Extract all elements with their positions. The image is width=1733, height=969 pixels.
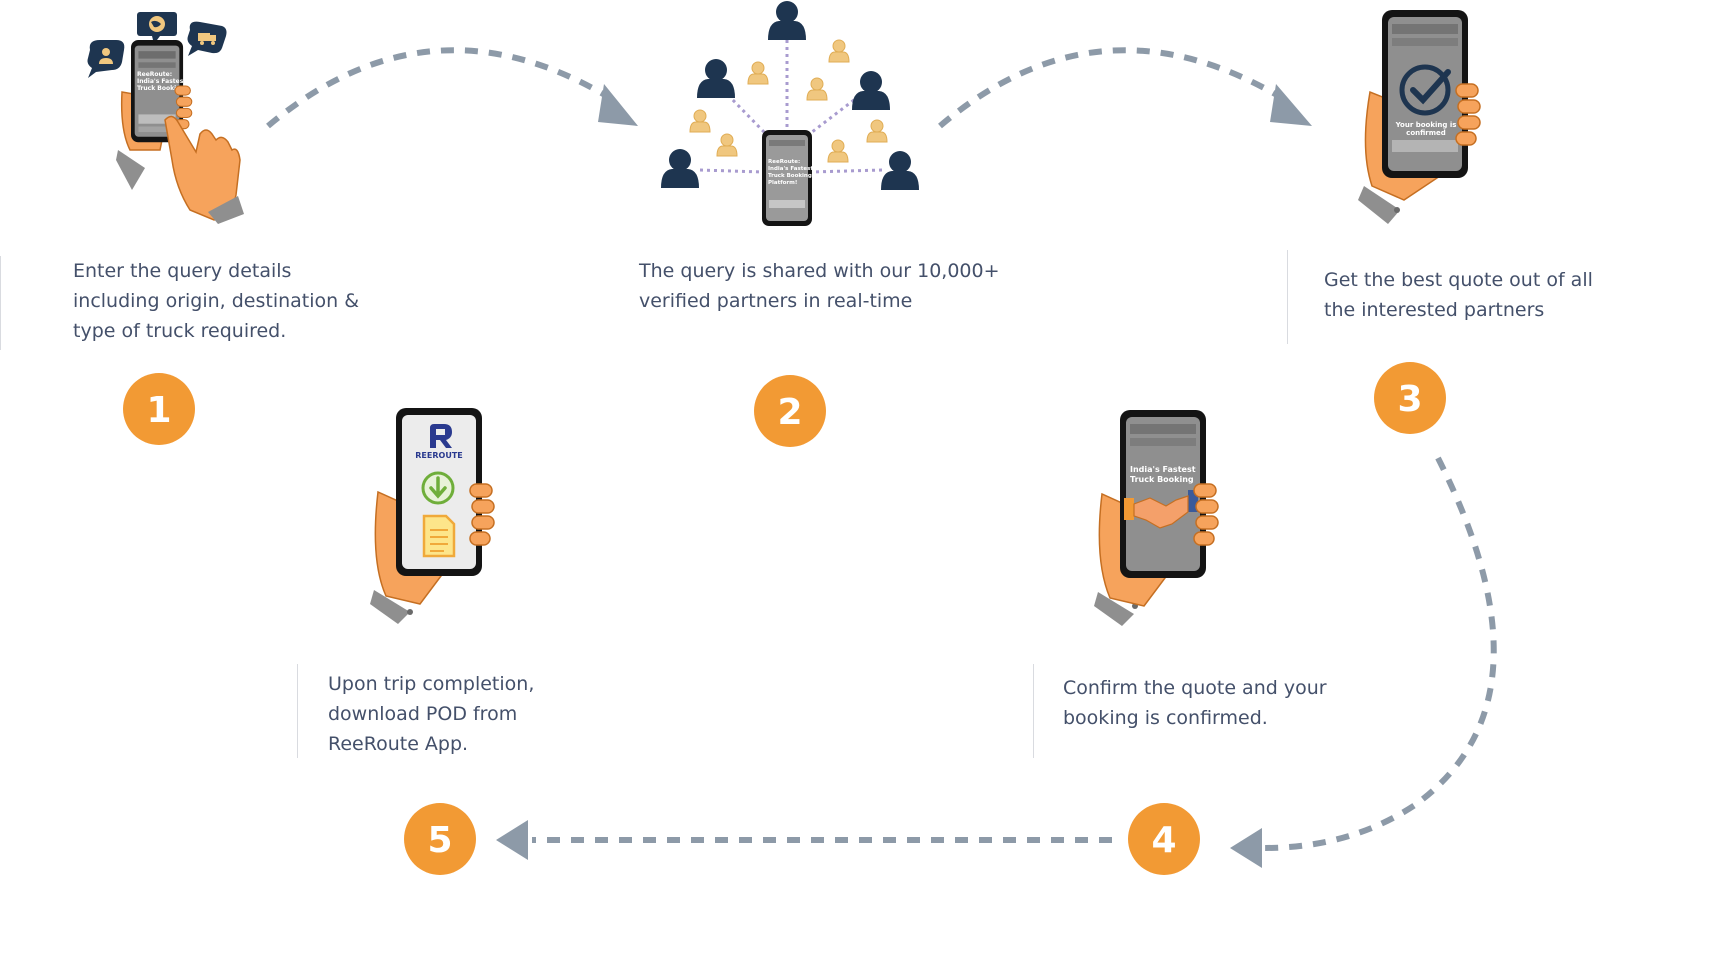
step-badge-3: 3 <box>1374 362 1446 434</box>
arrow-1-to-2 <box>266 47 638 129</box>
step-3-illustration: Your booking is confirmed <box>1358 10 1481 224</box>
partner-icon <box>768 1 806 40</box>
step-5-line-1: Upon trip completion, <box>328 673 535 695</box>
step-2-illustration: ReeRoute: India's Fastest Truck Booking … <box>661 1 919 226</box>
divider-line <box>1033 664 1034 758</box>
step-2-line-2: verified partners in real-time <box>639 290 913 312</box>
phone-1-headline-a: ReeRoute: <box>137 71 172 78</box>
step-badge-4: 4 <box>1128 803 1200 875</box>
step-number-4: 4 <box>1151 820 1176 861</box>
step-badge-2: 2 <box>754 375 826 447</box>
step-5-line-3: ReeRoute App. <box>328 733 469 755</box>
arrow-2-to-3 <box>938 47 1312 129</box>
reeroute-logo: REEROUTE <box>415 424 463 460</box>
step-number-1: 1 <box>146 390 171 431</box>
step-number-5: 5 <box>427 820 452 861</box>
booking-confirmed-line1: Your booking is <box>1395 121 1457 129</box>
step-5-illustration: REEROUTE <box>370 408 495 624</box>
download-icon <box>421 471 455 505</box>
step-4-illustration: India's Fastest Truck Booking <box>1094 410 1219 626</box>
step-3-line-2: the interested partners <box>1324 299 1545 321</box>
phone-2-headline-c: Truck Booking <box>768 173 812 179</box>
step-1-line-1: Enter the query details <box>73 260 292 282</box>
phone-4-headline-c: Truck Booking <box>1130 475 1194 484</box>
arrow-4-to-5 <box>496 820 1112 860</box>
step-badge-1: 1 <box>123 373 195 445</box>
phone-1-headline-c: Truck Booking <box>137 85 185 92</box>
brand-name: REEROUTE <box>415 451 462 460</box>
step-5-line-2: download POD from <box>328 703 518 725</box>
step-2-description: The query is shared with our 10,000+ ver… <box>639 256 1000 316</box>
person-icon <box>87 40 125 78</box>
step-4-line-1: Confirm the quote and your <box>1063 677 1327 699</box>
phone-4-headline-b: India's Fastest <box>1130 465 1196 474</box>
check-icon <box>1399 64 1451 116</box>
step-4-line-2: booking is confirmed. <box>1063 707 1268 729</box>
divider-line <box>0 256 1 350</box>
handshake-icon <box>1124 490 1198 529</box>
step-1-line-2: including origin, destination & <box>73 290 360 312</box>
step-3-line-1: Get the best quote out of all <box>1324 269 1593 291</box>
phone-2-headline-b: India's Fastest <box>768 166 813 172</box>
step-1-illustration: ReeRoute: India's Fastest Truck Booking <box>87 12 244 224</box>
step-3-description: Get the best quote out of all the intere… <box>1324 265 1593 325</box>
step-2-line-1: The query is shared with our 10,000+ <box>639 260 1000 282</box>
phone-1-headline-b: India's Fastest <box>137 78 186 85</box>
globe-icon <box>137 12 177 44</box>
arrow-3-to-4 <box>1230 456 1497 868</box>
phone-2-headline-a: ReeRoute: <box>768 159 800 165</box>
step-number-2: 2 <box>777 392 802 433</box>
step-badge-5: 5 <box>404 803 476 875</box>
document-icon <box>422 514 456 558</box>
divider-line <box>297 664 298 758</box>
step-5-description: Upon trip completion, download POD from … <box>328 669 534 759</box>
divider-line <box>1287 250 1288 344</box>
phone-2: ReeRoute: India's Fastest Truck Booking … <box>762 130 813 226</box>
truck-icon <box>187 21 227 56</box>
step-1-line-3: type of truck required. <box>73 320 287 342</box>
step-4-description: Confirm the quote and your booking is co… <box>1063 673 1327 733</box>
step-1-description: Enter the query details including origin… <box>73 256 359 346</box>
booking-confirmed-line2: confirmed <box>1406 129 1446 137</box>
phone-2-headline-d: Platform! <box>768 180 797 186</box>
step-number-3: 3 <box>1397 379 1422 420</box>
